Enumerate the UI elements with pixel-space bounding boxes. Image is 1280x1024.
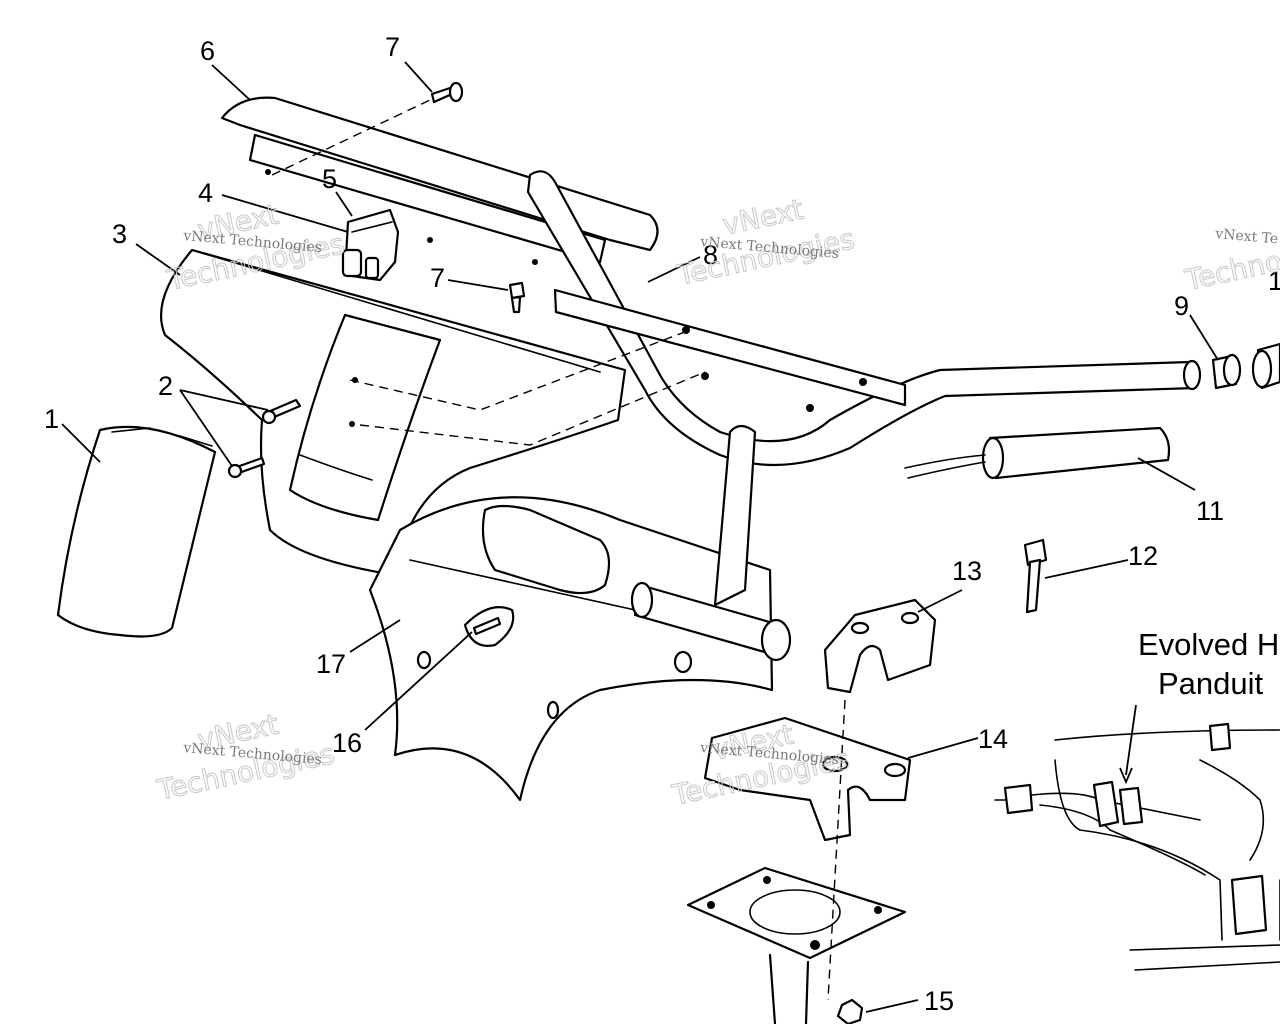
part-5-switch bbox=[341, 208, 400, 282]
callout-11: 11 bbox=[1196, 496, 1224, 526]
part-1-cover bbox=[56, 425, 217, 638]
callout-2: 2 bbox=[158, 371, 173, 401]
callout-5: 5 bbox=[322, 164, 337, 194]
part-12-bolt bbox=[1023, 538, 1048, 614]
callout-numbers: 6 7 5 4 3 7 8 9 1 11 12 13 14 15 16 17 2… bbox=[44, 32, 1280, 1016]
part-15-nut bbox=[836, 998, 864, 1024]
callout-edge-1: 1 bbox=[1268, 266, 1280, 296]
part-17-lower-panel bbox=[368, 496, 774, 802]
watermark-big-edge: Techno bbox=[1182, 244, 1280, 297]
callout-16: 16 bbox=[332, 728, 362, 758]
callout-1: 1 bbox=[44, 404, 59, 434]
callout-6: 6 bbox=[200, 36, 215, 66]
callout-14: 14 bbox=[978, 724, 1008, 754]
fasteners bbox=[227, 81, 526, 647]
mount-holes bbox=[265, 169, 867, 427]
base-plate bbox=[686, 866, 907, 1024]
assembly-lines bbox=[271, 99, 846, 1001]
crossbar-tube bbox=[630, 424, 792, 662]
callout-15: 15 bbox=[924, 986, 954, 1016]
callout-17: 17 bbox=[316, 649, 346, 679]
callout-3: 3 bbox=[112, 219, 127, 249]
part-11-grip bbox=[904, 426, 1171, 480]
callout-12: 12 bbox=[1128, 541, 1158, 571]
part-3-pod-body bbox=[160, 248, 627, 577]
callout-9: 9 bbox=[1174, 291, 1189, 321]
callout-4: 4 bbox=[198, 178, 213, 208]
leader-lines bbox=[61, 61, 1219, 1013]
part-13-upper-clamp bbox=[823, 598, 937, 694]
inset-title-line1: Evolved H bbox=[1138, 627, 1279, 662]
part-8-handlebar bbox=[526, 170, 1202, 467]
callout-7-top: 7 bbox=[385, 32, 400, 62]
watermark-small-edge: vNext Te bbox=[1214, 226, 1279, 248]
callout-13: 13 bbox=[952, 556, 982, 586]
inset-title-line2: Panduit bbox=[1158, 666, 1264, 701]
part-9-bar-plug bbox=[1211, 342, 1280, 390]
inset-harness: Evolved H Panduit bbox=[994, 627, 1280, 971]
callout-8: 8 bbox=[703, 240, 718, 270]
callout-7-mid: 7 bbox=[430, 263, 445, 293]
